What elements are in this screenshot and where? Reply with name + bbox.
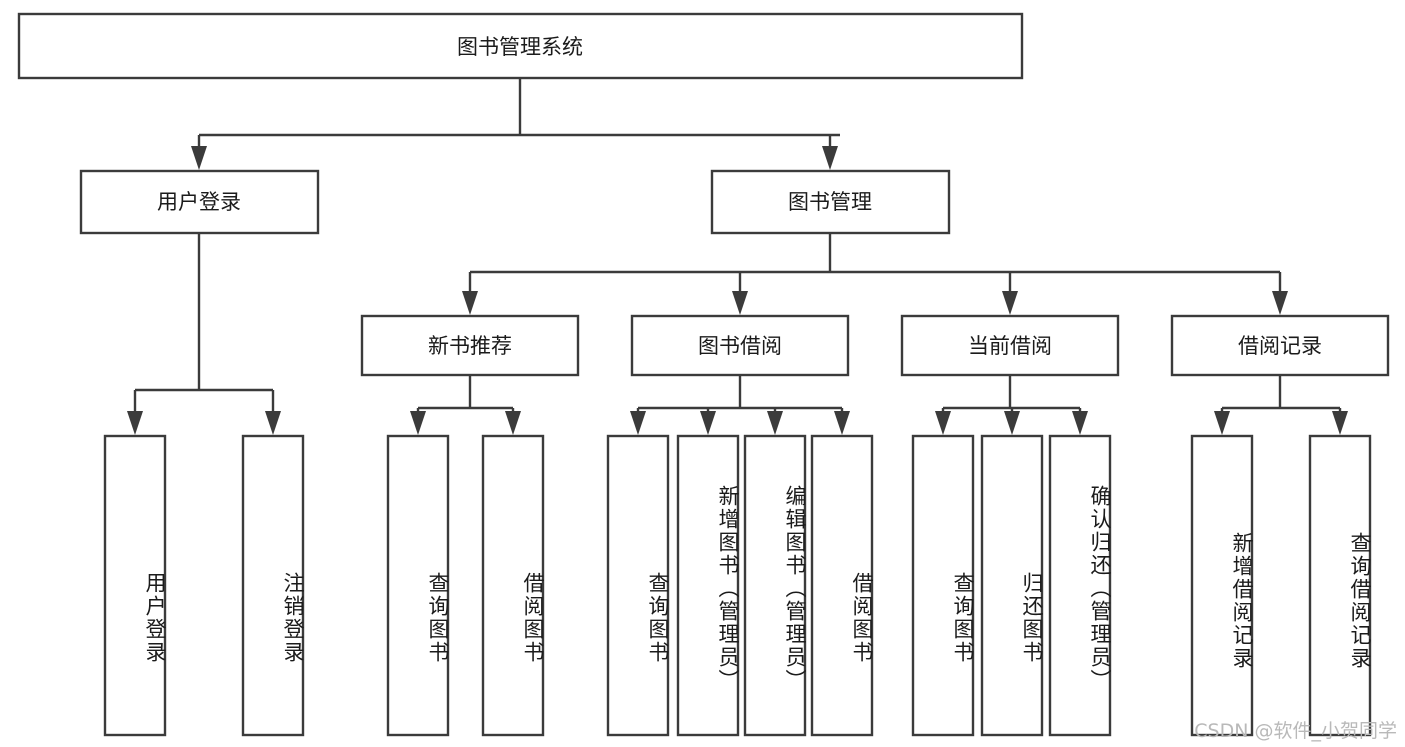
leaf-box-book-borrow-4[interactable] — [810, 434, 874, 737]
node-new-book-recommend-label: 新书推荐 — [428, 334, 512, 358]
node-root-system[interactable]: 图书管理系统 — [17, 12, 1024, 80]
arrow-bb-leaf2 — [700, 411, 716, 435]
leaf-box-new-book-2[interactable] — [481, 434, 545, 737]
node-new-book-recommend-box[interactable] — [360, 314, 580, 377]
edges-root-to-level2 — [191, 78, 840, 170]
arrow-ul-leaf1 — [127, 411, 143, 435]
leaf-boxes-borrow-record — [1190, 434, 1372, 737]
leaf-box-user-login-2[interactable] — [241, 434, 305, 737]
edges-new-book-to-leaves — [410, 375, 521, 435]
arrow-ul-leaf2 — [265, 411, 281, 435]
edges-book-manage-to-level3 — [462, 233, 1288, 315]
node-user-login-box[interactable] — [79, 169, 320, 235]
leaf-boxes-new-book-recommend — [386, 434, 545, 737]
node-new-book-recommend[interactable]: 新书推荐 — [360, 314, 580, 377]
arrow-nb-leaf2 — [505, 411, 521, 435]
arrow-bb-leaf1 — [630, 411, 646, 435]
arrow-br-leaf1 — [1214, 411, 1230, 435]
leaf-box-book-borrow-2[interactable] — [676, 434, 740, 737]
arrow-bm-current-borrow — [1002, 291, 1018, 315]
arrow-cb-leaf1 — [935, 411, 951, 435]
arrow-bm-book-borrow — [732, 291, 748, 315]
leaf-boxes-user-login — [103, 434, 305, 737]
edges-borrow-record-to-leaves — [1214, 375, 1348, 435]
arrow-root-to-book-manage — [822, 146, 838, 170]
node-book-management-label: 图书管理 — [788, 190, 872, 214]
node-borrow-record-label: 借阅记录 — [1238, 334, 1322, 358]
node-user-login-label: 用户登录 — [157, 190, 241, 214]
leaf-boxes-book-borrow — [606, 434, 874, 737]
leaf-box-borrow-record-2[interactable] — [1308, 434, 1372, 737]
leaf-box-book-borrow-1[interactable] — [606, 434, 670, 737]
node-book-management-box[interactable] — [710, 169, 951, 235]
edges-current-borrow-to-leaves — [935, 375, 1088, 435]
leaf-box-new-book-1[interactable] — [386, 434, 450, 737]
node-book-management[interactable]: 图书管理 — [710, 169, 951, 235]
node-book-borrow-box[interactable] — [630, 314, 850, 377]
edges-book-borrow-to-leaves — [630, 375, 850, 435]
arrow-bm-new-book — [462, 291, 478, 315]
leaf-box-current-borrow-3[interactable] — [1048, 434, 1112, 737]
edges-user-login-to-leaves — [127, 233, 281, 435]
node-borrow-record[interactable]: 借阅记录 — [1170, 314, 1390, 377]
leaf-box-book-borrow-3[interactable] — [743, 434, 807, 737]
leaf-box-borrow-record-1[interactable] — [1190, 434, 1254, 737]
node-borrow-record-box[interactable] — [1170, 314, 1390, 377]
node-current-borrow-label: 当前借阅 — [968, 334, 1052, 358]
arrow-bb-leaf3 — [767, 411, 783, 435]
arrow-bb-leaf4 — [834, 411, 850, 435]
node-current-borrow[interactable]: 当前借阅 — [900, 314, 1120, 377]
arrow-nb-leaf1 — [410, 411, 426, 435]
arrow-cb-leaf3 — [1072, 411, 1088, 435]
node-root-box[interactable] — [17, 12, 1024, 80]
leaf-box-user-login-1[interactable] — [103, 434, 167, 737]
arrow-cb-leaf2 — [1004, 411, 1020, 435]
node-user-login[interactable]: 用户登录 — [79, 169, 320, 235]
node-root-label: 图书管理系统 — [457, 35, 583, 59]
node-book-borrow[interactable]: 图书借阅 — [630, 314, 850, 377]
leaf-box-current-borrow-1[interactable] — [911, 434, 975, 737]
arrow-root-to-user-login — [191, 146, 207, 170]
arrow-bm-borrow-record — [1272, 291, 1288, 315]
node-book-borrow-label: 图书借阅 — [698, 334, 782, 358]
leaf-boxes-current-borrow — [911, 434, 1112, 737]
leaf-box-current-borrow-2[interactable] — [980, 434, 1044, 737]
arrow-br-leaf2 — [1332, 411, 1348, 435]
node-current-borrow-box[interactable] — [900, 314, 1120, 377]
